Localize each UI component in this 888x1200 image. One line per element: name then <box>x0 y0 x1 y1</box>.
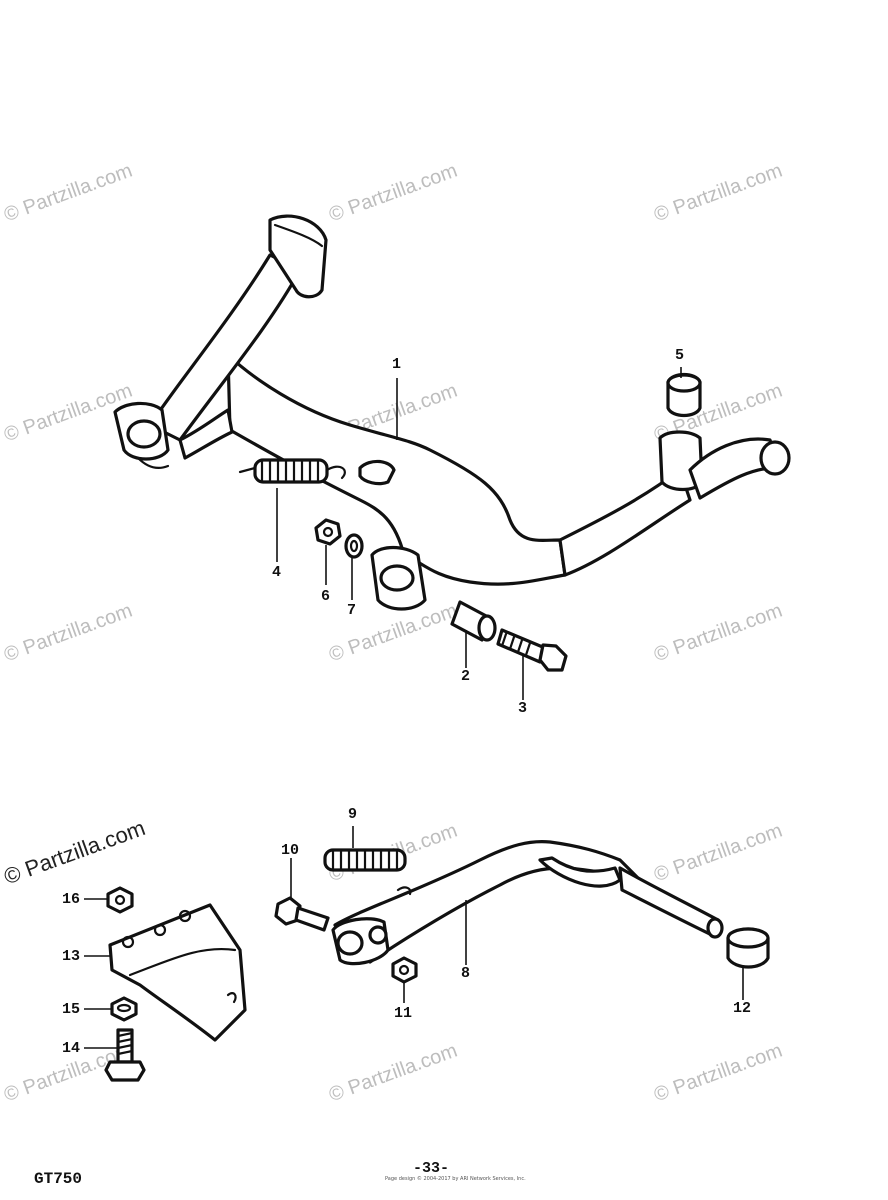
part-14-bolt <box>104 1028 146 1082</box>
callout-4: 4 <box>272 564 282 581</box>
callout-11: 11 <box>394 1005 413 1022</box>
part-6-nut <box>314 518 342 546</box>
callout-1: 1 <box>392 356 402 373</box>
part-2-collar <box>450 600 497 642</box>
callout-9: 9 <box>348 806 358 823</box>
leader-lines <box>84 367 744 1049</box>
part-9-spring <box>323 848 407 872</box>
callout-12: 12 <box>733 1000 752 1017</box>
callout-5: 5 <box>675 347 685 364</box>
part-4-spring <box>238 458 346 484</box>
part-5-rubber-stop <box>666 372 702 418</box>
callout-13: 13 <box>62 948 81 965</box>
page-number: -33- <box>413 1160 450 1177</box>
model-label: GT750 <box>34 1170 83 1188</box>
callout-10: 10 <box>281 842 300 859</box>
part-3-bolt <box>496 628 568 672</box>
part-12-rubber <box>726 927 770 969</box>
side-stand <box>331 839 724 966</box>
part-15-nut <box>110 996 138 1022</box>
center-stand <box>113 214 791 611</box>
callout-8: 8 <box>461 965 471 982</box>
copyright-credit: Page design © 2004-2017 by ARI Network S… <box>385 1176 526 1182</box>
callout-14: 14 <box>62 1040 81 1057</box>
callout-15: 15 <box>62 1001 81 1018</box>
callout-3: 3 <box>518 700 528 717</box>
part-11-nut <box>391 956 418 984</box>
part-7-washer <box>344 533 364 559</box>
callout-16: 16 <box>62 891 81 908</box>
part-10-bolt <box>274 896 330 932</box>
part-13-bracket <box>108 903 247 1042</box>
callout-2: 2 <box>461 668 471 685</box>
callout-6: 6 <box>321 588 331 605</box>
callout-7: 7 <box>347 602 357 619</box>
part-16-nut <box>106 886 134 914</box>
